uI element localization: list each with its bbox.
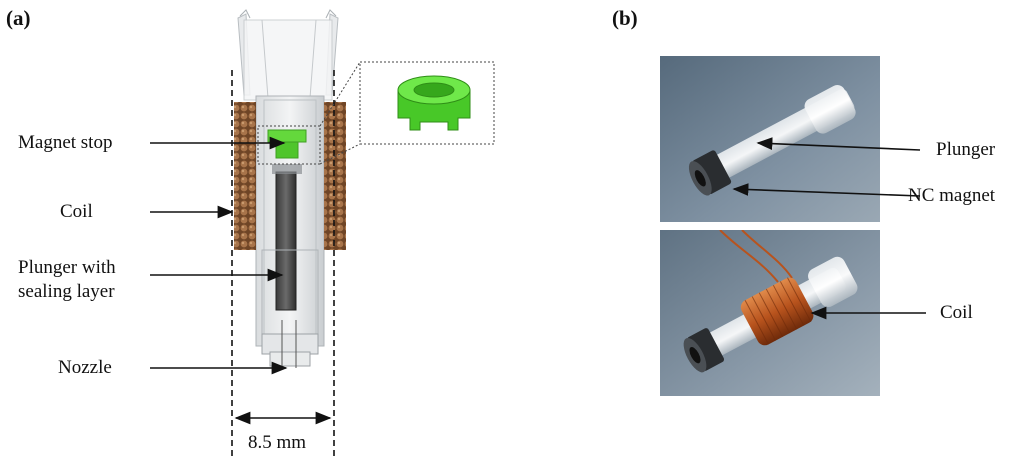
label-nozzle: Nozzle [58, 357, 112, 378]
top-connector [237, 9, 339, 101]
magnet-stop-zoomed [397, 75, 471, 131]
label-plunger-line1: Plunger with [18, 257, 116, 278]
label-plunger-b: Plunger [936, 139, 996, 160]
label-plunger-line2: sealing layer [18, 281, 115, 302]
coil-left [234, 102, 256, 250]
magnet-stop [267, 129, 307, 159]
label-dimension: 8.5 mm [248, 432, 307, 453]
label-magnet-stop: Magnet stop [18, 132, 113, 153]
panel-a-label: (a) [6, 6, 31, 30]
label-nc-magnet: NC magnet [908, 185, 996, 206]
label-coil-a: Coil [60, 201, 93, 222]
coil-right [324, 102, 346, 250]
panel-b-label: (b) [612, 6, 638, 30]
label-coil-b: Coil [940, 302, 973, 323]
